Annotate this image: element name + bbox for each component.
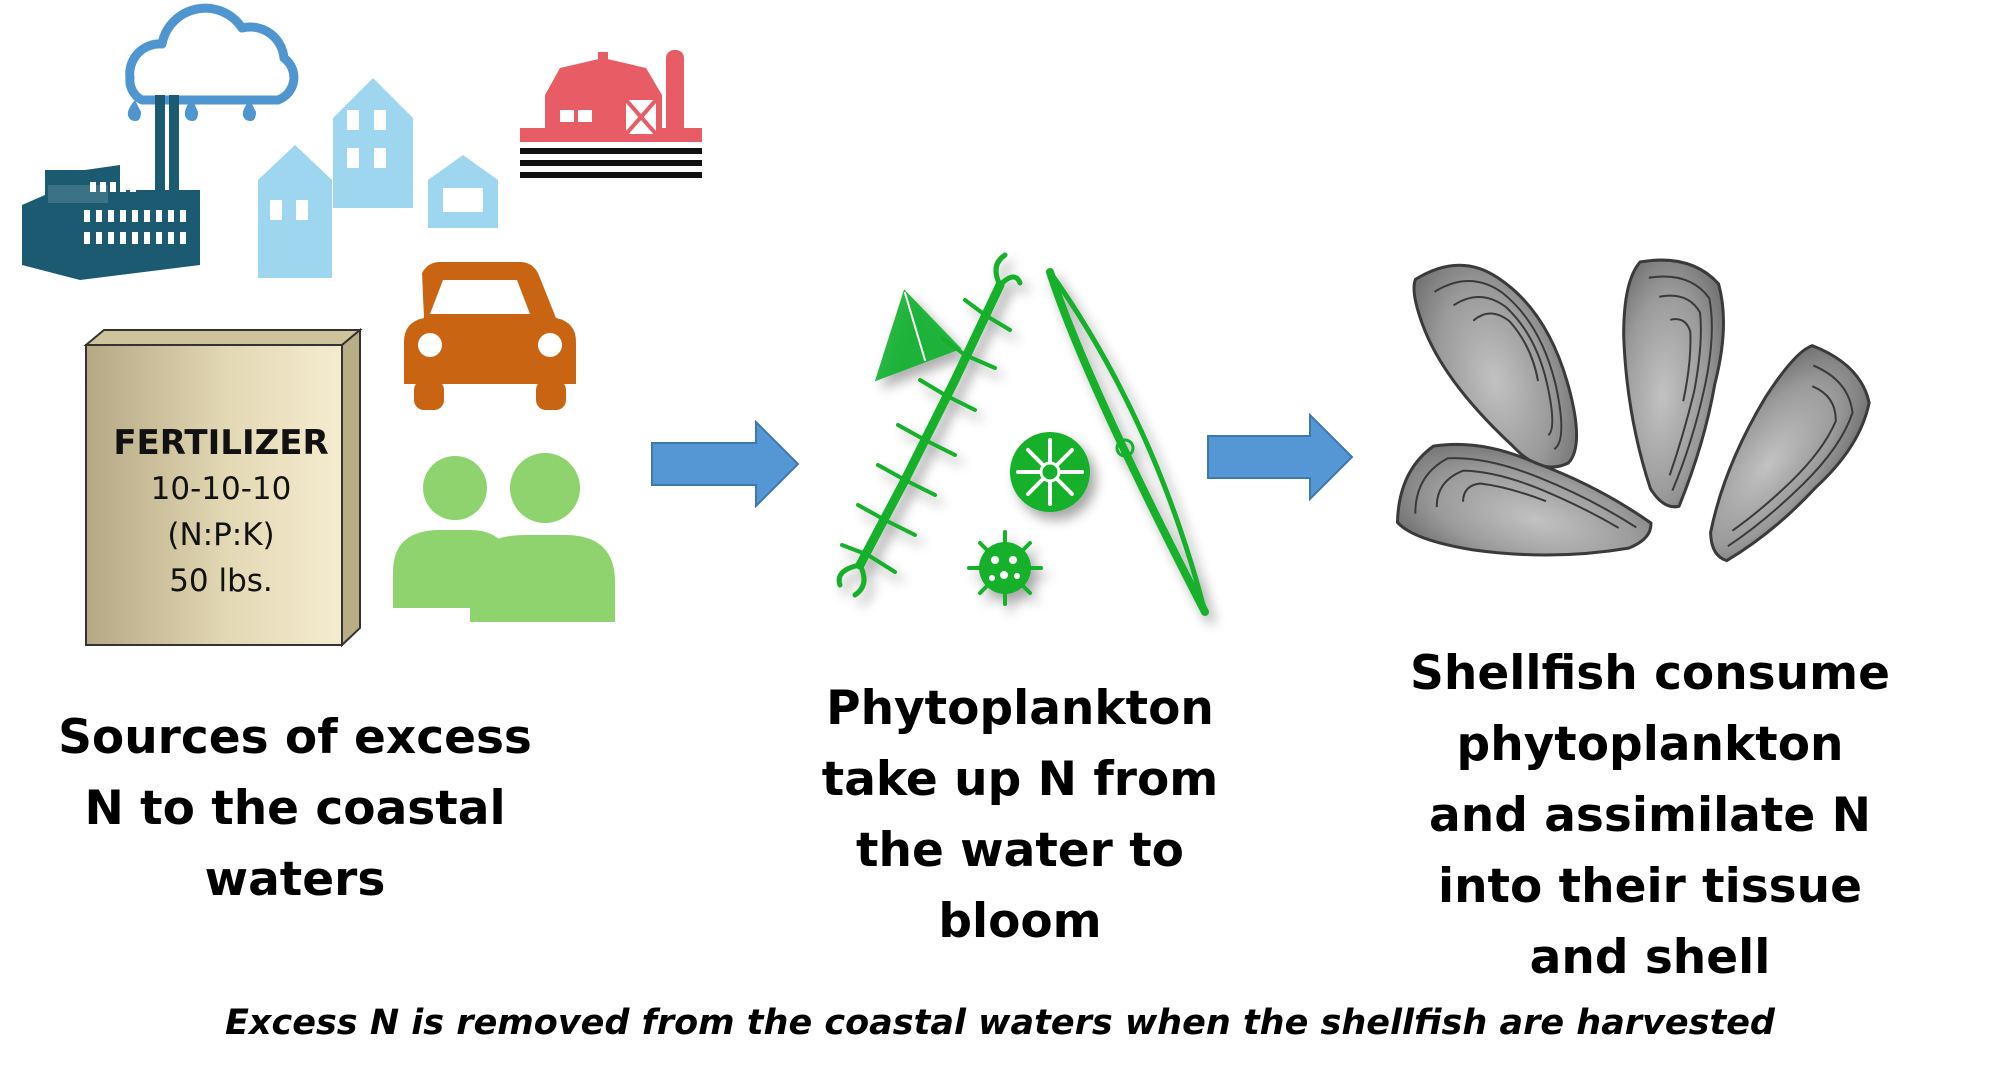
fertilizer-weight: 50 lbs. <box>169 563 273 599</box>
caption-line: into their tissue <box>1437 859 1862 914</box>
caption-line: bloom <box>938 894 1102 949</box>
arrow-right-icon <box>651 412 1354 509</box>
caption-line: Sources of excess <box>58 710 532 765</box>
phytoplankton-icon <box>836 252 1209 616</box>
caption-line: the water to <box>856 823 1184 878</box>
phytoplankton-caption: Phytoplankton take up N from the water t… <box>780 673 1260 957</box>
fertilizer-title: FERTILIZER <box>113 423 329 463</box>
oyster-icon <box>1395 258 1871 563</box>
caption-line: waters <box>204 852 386 907</box>
factory-icon <box>22 95 200 280</box>
fertilizer-bag-label: FERTILIZER 10-10-10 (N:P:K) 50 lbs. <box>86 420 356 604</box>
fertilizer-npk: (N:P:K) <box>167 517 275 553</box>
barn-icon <box>520 50 702 178</box>
caption-line: Phytoplankton <box>826 681 1214 736</box>
car-icon <box>404 262 576 410</box>
caption-line: take up N from <box>821 752 1219 807</box>
caption-line: Shellfish consume <box>1410 646 1890 701</box>
fertilizer-bag-icon <box>83 327 363 648</box>
caption-line: and assimilate N <box>1429 788 1871 843</box>
houses-icon <box>258 78 498 278</box>
caption-line: phytoplankton <box>1456 717 1844 772</box>
fertilizer-ratio: 10-10-10 <box>150 471 292 507</box>
sources-caption: Sources of excess N to the coastal water… <box>40 702 550 915</box>
people-icon <box>393 453 615 622</box>
caption-line: and shell <box>1529 930 1771 985</box>
caption-line: N to the coastal <box>84 781 506 836</box>
cloud-rain-icon <box>125 3 299 121</box>
shellfish-caption: Shellfish consume phytoplankton and assi… <box>1390 638 1910 993</box>
footer-note: Excess N is removed from the coastal wat… <box>225 1003 1775 1043</box>
